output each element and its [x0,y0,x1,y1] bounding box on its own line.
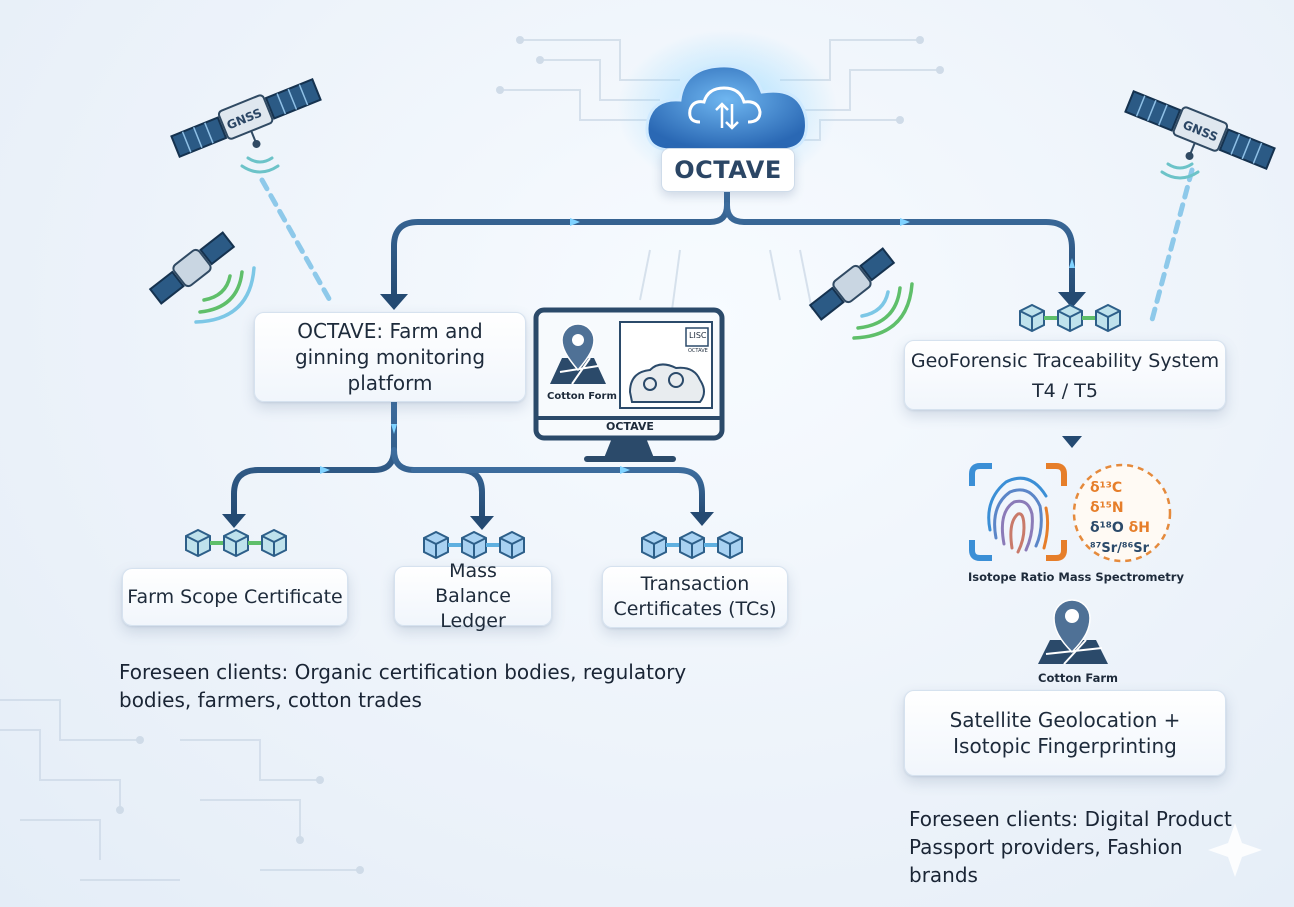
monitor-screen-label: OCTAVE [606,420,654,433]
satellite-center-icon [808,247,896,321]
geoforensic-title: GeoForensic Traceability System [910,350,1220,372]
monitor-icon [533,307,725,462]
platform-box: OCTAVE: Farm and ginning monitoring plat… [254,312,526,402]
satellite-left-icon [148,231,236,305]
blockchain-chain-farm-icon [185,528,287,558]
blockchain-chain-tc-icon [641,530,743,560]
transaction-certificates-box: Transaction Certificates (TCs) [602,566,788,628]
isotope-c13: δ¹³C [1090,480,1123,496]
blockchain-chain-ledger-icon [423,530,525,560]
geoforensic-box: GeoForensic Traceability System T4 / T5 [904,340,1226,410]
farm-scope-certificate-box: Farm Scope Certificate [122,568,348,626]
geolocation-box: Satellite Geolocation + Isotopic Fingerp… [904,690,1226,776]
fingerprint-icon [969,463,1067,561]
right-clients-text: Foreseen clients: Digital Product Passpo… [909,807,1232,887]
output-label: Farm Scope Certificate [127,585,343,608]
isotope-sr: ⁸⁷Sr/⁸⁶Sr [1090,541,1150,556]
cotton-farm-map-icon [1038,599,1108,665]
output-label: Mass Balance Ledger [435,559,511,632]
geoforensic-tier: T4 / T5 [1032,380,1098,402]
isotope-n15: δ¹⁵N [1090,500,1124,516]
sparkle-icon [1208,823,1262,877]
octave-cloud-title: OCTAVE [661,148,795,192]
irms-caption: Isotope Ratio Mass Spectrometry [968,570,1184,584]
cotton-farm-caption: Cotton Farm [1038,671,1119,685]
satellite-gnss-right-icon [1124,90,1276,170]
satellite-gnss-left-icon [170,78,322,158]
geolocation-title: Satellite Geolocation + Isotopic Fingerp… [949,708,1181,758]
output-label: Transaction Certificates (TCs) [613,573,777,620]
monitor-stamp: LISC [689,331,707,340]
cloud-icon [645,64,808,152]
isotope-o18: δ¹⁸O [1090,520,1124,536]
isotope-h: δH [1128,520,1151,536]
platform-title: OCTAVE: Farm and ginning monitoring plat… [294,319,486,395]
blockchain-chain-geoforensic-icon [1019,303,1121,333]
monitor-stamp-sub: OCTAVE [688,348,708,354]
isotope-symbols: δ¹³C δ¹⁵N δ¹⁸O δH ⁸⁷Sr/⁸⁶Sr [1090,478,1160,559]
isotope-circle [1072,463,1172,563]
flow-pipes [231,185,1075,523]
mass-balance-ledger-box: Mass Balance Ledger [394,560,552,632]
monitor-map-caption: Cotton Form [547,391,617,402]
left-clients-text: Foreseen clients: Organic certification … [119,660,687,712]
